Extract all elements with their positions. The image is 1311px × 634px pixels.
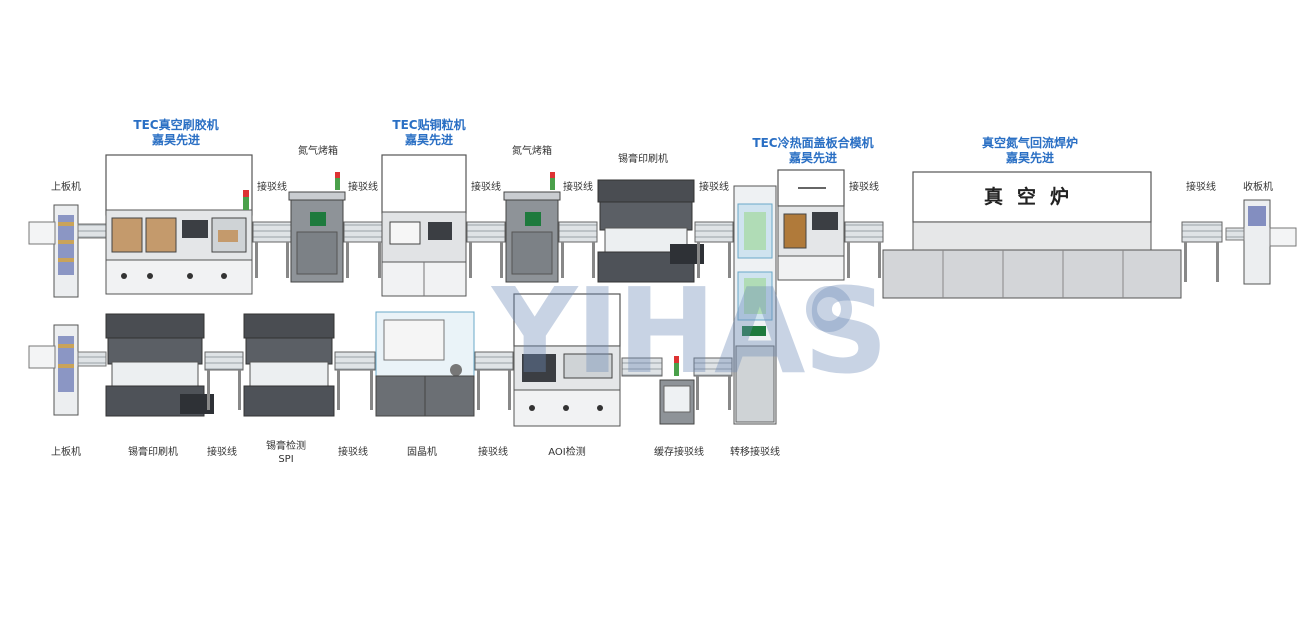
group-header-vendor: 嘉昊先进	[1005, 151, 1054, 165]
label-top-unloader: 收板机	[1243, 182, 1273, 193]
label-bottom-conveyor-1: 接驳线	[207, 447, 237, 458]
label-top-printer: 锡膏印刷机	[618, 154, 668, 165]
group-header-glue: TEC真空刷胶机 嘉昊先进	[116, 118, 236, 148]
label-bottom-transfer: 转移接驳线	[730, 447, 780, 458]
label-top-conveyor-1: 接驳线	[257, 182, 287, 193]
label-bottom-spi-2: SPI	[278, 454, 294, 465]
label-top-conveyor-4: 接驳线	[563, 182, 593, 193]
top-conveyor-3	[466, 221, 506, 278]
group-header-vendor: 嘉昊先进	[404, 133, 453, 147]
bottom-conveyor-2	[334, 351, 376, 410]
top-oven-1	[288, 172, 346, 283]
top-unloader	[1225, 199, 1297, 285]
top-conveyor-7	[1181, 221, 1223, 282]
top-oven-2	[503, 172, 561, 283]
bottom-die-bonder	[375, 311, 475, 417]
label-top-conveyor-5: 接驳线	[699, 182, 729, 193]
label-top-loader: 上板机	[51, 182, 81, 193]
group-header-copper: TEC贴铜粒机 嘉昊先进	[374, 118, 484, 148]
label-top-conveyor-2: 接驳线	[348, 182, 378, 193]
watermark-ring-icon	[806, 286, 852, 332]
top-conveyor-4	[558, 221, 598, 278]
top-glue-machine	[105, 154, 253, 295]
label-bottom-conveyor-2: 接驳线	[338, 447, 368, 458]
furnace-label: 真空炉	[984, 186, 1084, 208]
bottom-aoi	[513, 293, 621, 427]
group-header-vendor: 嘉昊先进	[788, 151, 837, 165]
reflow-furnace	[882, 171, 1182, 299]
bottom-printer	[105, 313, 214, 417]
top-loader	[28, 204, 107, 298]
top-conveyor-2	[343, 221, 383, 278]
label-top-oven-2: 氮气烤箱	[512, 146, 552, 157]
group-header-title: TEC贴铜粒机	[392, 118, 466, 132]
top-printer	[597, 179, 704, 283]
bottom-loader	[28, 324, 107, 416]
label-top-conveyor-6: 接驳线	[849, 182, 879, 193]
top-copper-machine	[381, 154, 467, 297]
label-bottom-loader: 上板机	[51, 447, 81, 458]
bottom-buffer-conveyor	[621, 356, 733, 425]
group-header-vendor: 嘉昊先进	[151, 133, 200, 147]
transfer-tower	[733, 185, 777, 425]
label-top-conveyor-7: 接驳线	[1186, 182, 1216, 193]
group-header-furnace: 真空氮气回流焊炉 嘉昊先进	[960, 136, 1100, 166]
label-top-oven-1: 氮气烤箱	[298, 146, 338, 157]
group-header-title: TEC冷热面盖板合模机	[752, 136, 874, 150]
group-header-title: TEC真空刷胶机	[133, 118, 219, 132]
bottom-conveyor-3	[474, 351, 514, 410]
bottom-conveyor-1	[204, 351, 244, 410]
top-conveyor-6	[844, 221, 884, 278]
bottom-spi	[243, 313, 335, 417]
top-press-machine	[777, 169, 845, 281]
label-top-conveyor-3: 接驳线	[471, 182, 501, 193]
group-header-press: TEC冷热面盖板合模机 嘉昊先进	[738, 136, 888, 166]
top-conveyor-5	[694, 221, 734, 278]
label-bottom-buffer: 缓存接驳线	[654, 447, 704, 458]
label-bottom-spi-1: 锡膏检测	[266, 441, 306, 452]
label-bottom-aoi: AOI检测	[548, 447, 586, 458]
group-header-title: 真空氮气回流焊炉	[981, 136, 1078, 150]
top-conveyor-1	[252, 221, 292, 278]
label-bottom-die-bonder: 固晶机	[407, 447, 437, 458]
label-bottom-conveyor-3: 接驳线	[478, 447, 508, 458]
label-bottom-printer: 锡膏印刷机	[128, 447, 178, 458]
